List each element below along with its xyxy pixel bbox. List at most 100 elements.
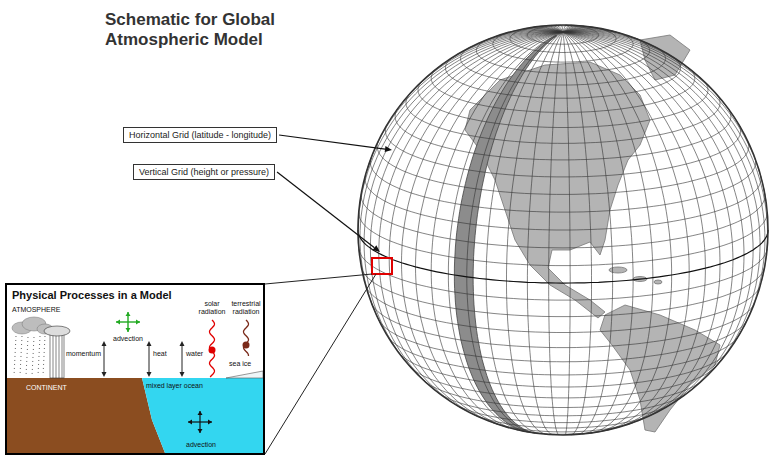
meridian xyxy=(563,32,753,402)
meridian xyxy=(563,32,768,282)
column-body xyxy=(50,332,64,378)
meridian xyxy=(486,32,563,434)
meridian xyxy=(364,32,563,372)
continent-ground xyxy=(7,378,165,453)
column-hatch xyxy=(56,334,57,378)
diagram-title: Schematic for Global Atmospheric Model xyxy=(105,10,310,50)
column-hatch xyxy=(62,334,63,378)
advection-cross-air xyxy=(116,312,140,332)
flux-label: heat xyxy=(153,350,167,358)
meridian xyxy=(563,32,733,421)
zoom-line xyxy=(265,274,376,454)
parallel xyxy=(359,249,767,300)
meridian xyxy=(467,32,563,433)
callout-text: Horizontal Grid (latitude - longitude) xyxy=(129,130,271,140)
parallel xyxy=(377,141,749,194)
parallel xyxy=(370,159,755,212)
parallel xyxy=(388,337,738,375)
rain-streak xyxy=(14,336,16,376)
meridian xyxy=(549,32,563,435)
advection-label: advection xyxy=(113,335,143,343)
sea-ice-label: sea ice xyxy=(229,360,251,368)
parallel xyxy=(358,230,768,283)
cross-heads xyxy=(188,411,212,433)
parallel xyxy=(386,125,741,177)
advection-cross-ocean xyxy=(188,411,212,433)
parallel xyxy=(493,423,633,432)
leader-line xyxy=(277,172,374,248)
globe xyxy=(358,25,768,435)
parallel xyxy=(439,393,687,415)
grid-callout-box: Horizontal Grid (latitude - longitude) xyxy=(123,127,277,143)
flux-arrows xyxy=(102,341,185,377)
atmosphere-label: ATMOSPHERE xyxy=(12,306,61,314)
flux-arrow xyxy=(149,344,150,374)
meridian xyxy=(358,32,563,253)
parallel xyxy=(476,38,649,73)
vertical-column-band xyxy=(454,36,556,434)
grid-callout-box: Vertical Grid (height or pressure) xyxy=(133,164,275,180)
flux-heads xyxy=(102,341,107,377)
radiation-label: solar radiation xyxy=(195,300,229,316)
parallel xyxy=(445,56,680,98)
parallel xyxy=(395,109,731,160)
inset-ground xyxy=(5,283,265,455)
column-hatch xyxy=(53,334,54,378)
rain xyxy=(14,336,45,376)
meridian xyxy=(563,32,744,414)
radiation-wave xyxy=(244,320,249,356)
meridian xyxy=(563,31,682,63)
ocean xyxy=(142,378,263,453)
parallel xyxy=(379,320,747,361)
column-hatch xyxy=(59,334,60,378)
globe-disc xyxy=(358,25,768,435)
rain-streak xyxy=(26,337,28,376)
parallel xyxy=(424,380,703,407)
caribbean-island xyxy=(654,280,662,284)
parallel xyxy=(399,353,728,387)
lat-lon-grid xyxy=(358,25,768,435)
flux-label: water xyxy=(186,350,203,358)
flux-arrow xyxy=(104,344,105,374)
meridian xyxy=(366,32,563,172)
leader-arrowhead xyxy=(385,146,392,152)
callout-leaders xyxy=(277,135,392,252)
meridian xyxy=(379,32,563,410)
panel-heading: Physical Processes in a Model xyxy=(12,289,172,302)
cross-heads xyxy=(116,312,140,332)
zoom-line xyxy=(265,274,372,284)
flux-heads xyxy=(147,341,152,377)
terrestrial-dot xyxy=(243,342,250,349)
meridian xyxy=(563,32,706,84)
caribbean-island xyxy=(609,267,627,273)
parallel xyxy=(365,175,761,230)
flux-heads xyxy=(180,341,185,377)
grid-cell-highlight xyxy=(372,258,392,274)
meridian xyxy=(563,32,613,435)
meridian xyxy=(457,31,563,55)
meridian xyxy=(563,32,633,434)
meridian xyxy=(426,31,563,77)
parallel xyxy=(362,268,765,317)
meridian xyxy=(563,32,742,131)
sea-ice xyxy=(226,371,263,378)
parallel xyxy=(359,213,767,266)
parallel xyxy=(371,303,754,348)
meridian xyxy=(402,32,564,424)
meridian xyxy=(507,32,564,434)
rain-streak xyxy=(32,337,34,376)
parallel xyxy=(431,68,695,113)
parallel xyxy=(418,81,708,128)
leader-arrowhead xyxy=(373,245,380,252)
solar-dot xyxy=(209,347,216,354)
meridian xyxy=(563,25,567,32)
parallel xyxy=(411,367,716,398)
meridian xyxy=(448,32,563,432)
meridian xyxy=(563,31,655,47)
meridian xyxy=(563,32,653,433)
radiation-wave xyxy=(210,320,215,377)
rain-streak xyxy=(20,336,22,376)
parallel xyxy=(406,94,720,143)
